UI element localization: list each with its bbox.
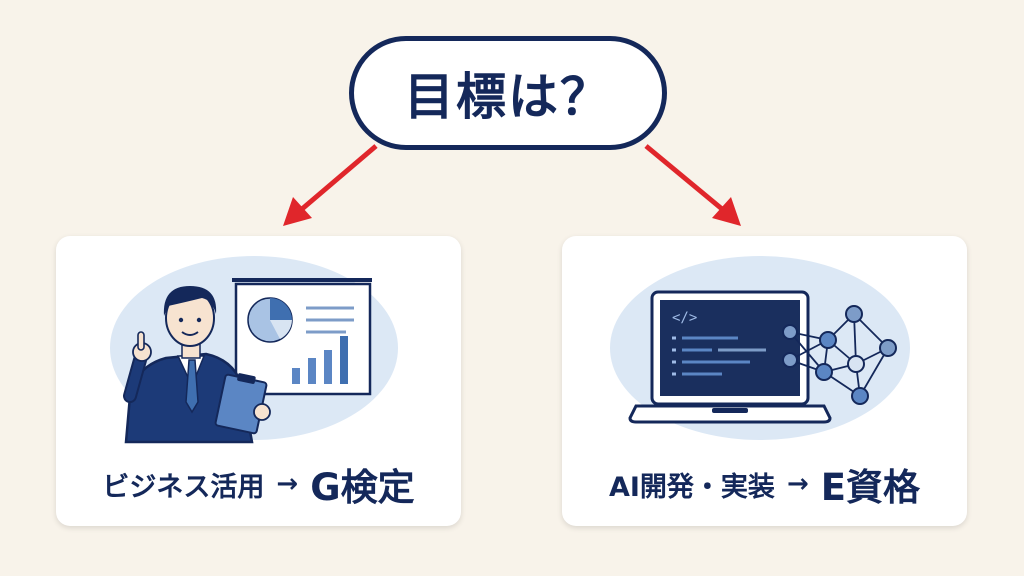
business-card: ビジネス活用 → G検定 <box>56 236 461 526</box>
ai-dev-card: </> <box>562 236 967 526</box>
ai-dev-lead-text: AI開発・実装 <box>608 471 775 503</box>
business-caption: ビジネス活用 → G検定 <box>56 454 461 514</box>
business-target-text: G検定 <box>310 466 415 509</box>
business-lead-text: ビジネス活用 <box>102 471 265 503</box>
question-bubble: 目標は？ <box>349 36 667 150</box>
code-tag-text: </> <box>672 310 697 326</box>
ai-dev-target-text: E資格 <box>820 466 921 509</box>
arrow-to-left-card <box>283 144 378 226</box>
business-arrow: → <box>276 469 299 499</box>
laptop-code-neural-network-icon: </> <box>610 256 910 440</box>
arrow-to-right-card <box>644 144 741 226</box>
businessman-presenting-chart-icon <box>110 256 398 444</box>
ai-dev-arrow: → <box>786 469 809 499</box>
question-text: 目標は？ <box>404 68 612 126</box>
ai-dev-caption: AI開発・実装 → E資格 <box>562 454 967 514</box>
